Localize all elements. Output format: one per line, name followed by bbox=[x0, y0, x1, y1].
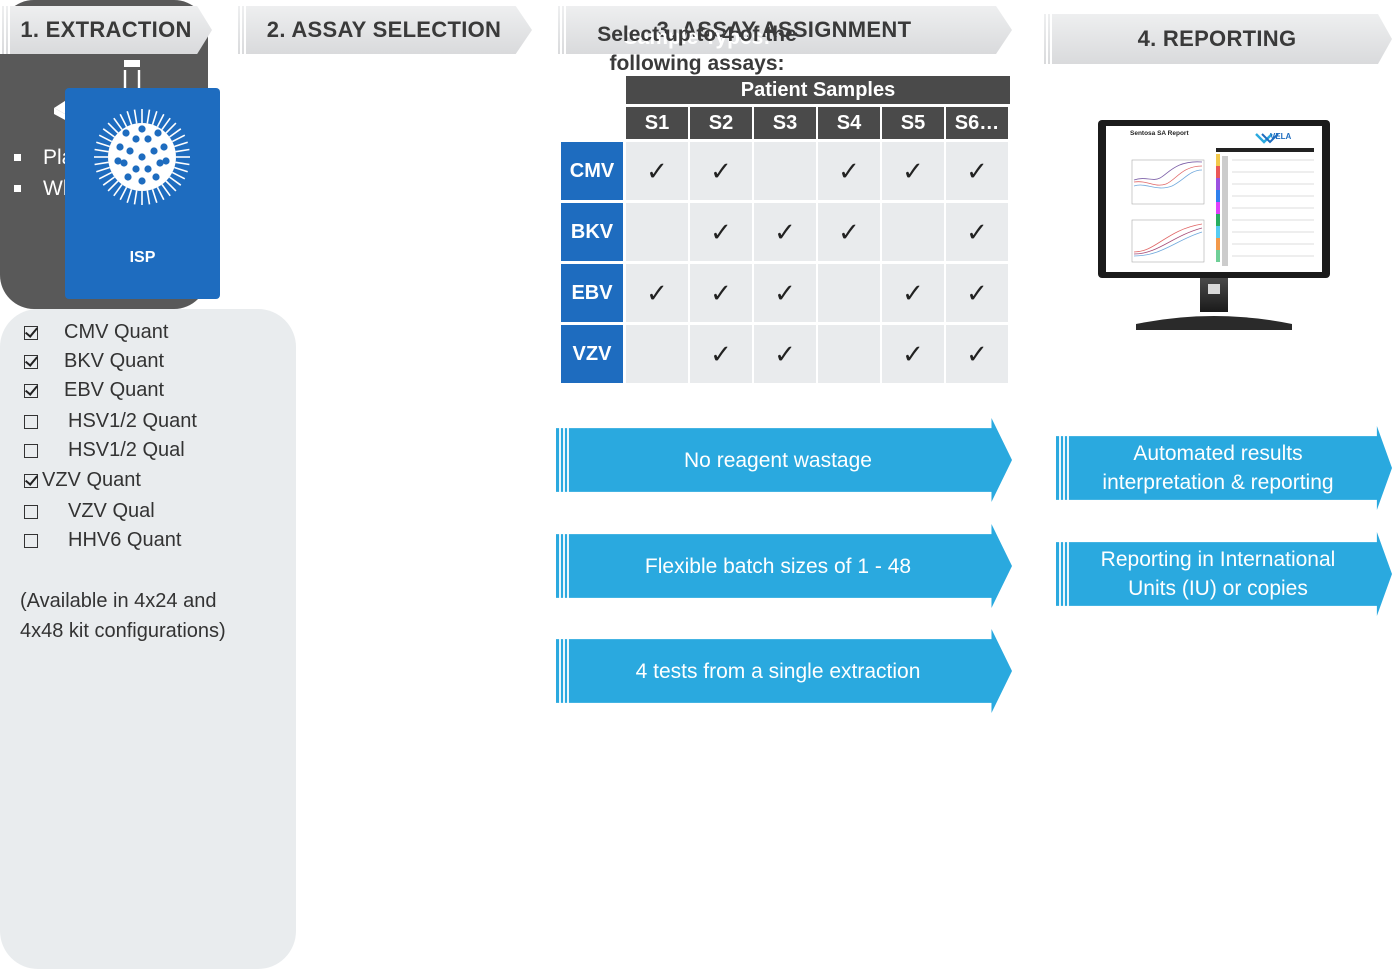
checkmark-cell: ✓ bbox=[818, 142, 880, 200]
assay-option-cmv-quant[interactable]: CMV Quant bbox=[24, 318, 168, 347]
checkmark-cell: ✓ bbox=[882, 325, 944, 383]
row-header: EBV bbox=[561, 264, 623, 322]
sample-types-title: Sample Types: bbox=[623, 26, 771, 49]
assay-option-bkv-quant[interactable]: BKV Quant bbox=[24, 347, 164, 376]
checkmark-cell: ✓ bbox=[690, 203, 752, 261]
checkmark-cell: ✓ bbox=[946, 264, 1008, 322]
checkmark-icon: ✓ bbox=[710, 216, 732, 247]
checkmark-icon: ✓ bbox=[902, 338, 924, 369]
checkmark-icon: ✓ bbox=[838, 155, 860, 186]
checkmark-cell: ✓ bbox=[690, 142, 752, 200]
bullet-icon bbox=[14, 154, 21, 161]
isp-kit-card: ISP bbox=[65, 88, 220, 299]
checkmark-icon: ✓ bbox=[902, 277, 924, 308]
checkbox-checked-icon[interactable] bbox=[24, 473, 38, 488]
checkbox-checked-icon[interactable] bbox=[24, 354, 38, 369]
kit-label: ISP bbox=[129, 249, 156, 266]
checkmark-icon: ✓ bbox=[646, 155, 668, 186]
assay-option-vzv-qual[interactable]: VZV Qual bbox=[24, 497, 155, 526]
checkmark-icon: ✓ bbox=[966, 338, 988, 369]
vela-logo: VELA bbox=[1270, 132, 1292, 141]
benefit-arrow: 4 tests from a single extraction bbox=[556, 629, 1012, 713]
checkmark-cell: ✓ bbox=[626, 264, 688, 322]
checkmark-icon: ✓ bbox=[710, 155, 732, 186]
reporting-benefit-text: Reporting in International Units (IU) or… bbox=[1100, 548, 1336, 600]
reporting-benefit-text: Automated results interpretation & repor… bbox=[1102, 442, 1334, 494]
row-header: BKV bbox=[561, 203, 623, 261]
checkbox-empty-icon[interactable] bbox=[24, 533, 38, 548]
checkmark-cell: ✓ bbox=[946, 203, 1008, 261]
monitor-report-illustration: Sentosa SA Report VELA bbox=[1096, 120, 1332, 332]
reporting-benefit-arrow: Reporting in International Units (IU) or… bbox=[1056, 532, 1392, 616]
checkmark-cell: ✓ bbox=[882, 264, 944, 322]
assay-option-vzv-quant[interactable]: VZV Quant bbox=[24, 466, 141, 495]
checkmark-cell: ✓ bbox=[690, 264, 752, 322]
checkbox-empty-icon[interactable] bbox=[24, 414, 38, 429]
column-header: S2 bbox=[690, 107, 752, 139]
checkbox-checked-icon[interactable] bbox=[24, 325, 38, 340]
column-header: S4 bbox=[818, 107, 880, 139]
step-reporting-header: 4. REPORTING bbox=[1042, 14, 1392, 64]
empty-cell bbox=[754, 142, 816, 200]
assay-option-hhv6-quant[interactable]: HHV6 Quant bbox=[24, 526, 181, 555]
checkmark-icon: ✓ bbox=[774, 338, 796, 369]
patient-samples-header: Patient Samples bbox=[626, 76, 1010, 104]
assay-option-hsv12-quant[interactable]: HSV1/2 Quant bbox=[24, 407, 197, 436]
column-header: S3 bbox=[754, 107, 816, 139]
checkmark-icon: ✓ bbox=[838, 216, 860, 247]
step-assay-assignment-header: 3. ASSAY ASSIGNMENT bbox=[556, 6, 1012, 54]
assay-option-ebv-quant[interactable]: EBV Quant bbox=[24, 376, 164, 405]
checkbox-checked-icon[interactable] bbox=[24, 383, 38, 398]
row-header: CMV bbox=[561, 142, 623, 200]
benefit-arrow: No reagent wastage bbox=[556, 418, 1012, 502]
checkbox-empty-icon[interactable] bbox=[24, 443, 38, 458]
checkmark-cell: ✓ bbox=[946, 142, 1008, 200]
checkmark-icon: ✓ bbox=[774, 277, 796, 308]
assay-selection-title: Select up to 4 of the following assays: bbox=[597, 23, 797, 75]
step-label: 4. REPORTING bbox=[1137, 26, 1297, 51]
step-label: 3. ASSAY ASSIGNMENT bbox=[656, 17, 912, 42]
checkmark-cell: ✓ bbox=[818, 203, 880, 261]
assay-selection-panel: Select up to 4 of the following assays: … bbox=[0, 23, 797, 969]
empty-cell bbox=[626, 203, 688, 261]
virus-icon bbox=[94, 109, 190, 205]
checkmark-cell: ✓ bbox=[754, 203, 816, 261]
checkmark-icon: ✓ bbox=[710, 338, 732, 369]
bullet-icon bbox=[14, 185, 21, 192]
reporting-benefit-arrow: Automated results interpretation & repor… bbox=[1056, 426, 1392, 510]
empty-cell bbox=[626, 325, 688, 383]
step-assay-selection-header: 2. ASSAY SELECTION bbox=[236, 6, 532, 54]
checkbox-empty-icon[interactable] bbox=[24, 504, 38, 519]
empty-cell bbox=[882, 203, 944, 261]
monitor-icon bbox=[1098, 120, 1330, 330]
benefit-arrow: Flexible batch sizes of 1 - 48 bbox=[556, 524, 1012, 608]
checkmark-icon: ✓ bbox=[710, 277, 732, 308]
column-header: S6… bbox=[946, 107, 1008, 139]
step-extraction-header: 1. EXTRACTION bbox=[0, 6, 212, 54]
empty-cell bbox=[818, 264, 880, 322]
report-title: Sentosa SA Report bbox=[1130, 130, 1189, 137]
kit-availability-note: (Available in 4x24 and 4x48 kit configur… bbox=[20, 590, 226, 642]
checkmark-icon: ✓ bbox=[646, 277, 668, 308]
column-header: S5 bbox=[882, 107, 944, 139]
checkmark-icon: ✓ bbox=[966, 216, 988, 247]
checkmark-icon: ✓ bbox=[774, 216, 796, 247]
checkmark-cell: ✓ bbox=[882, 142, 944, 200]
step-label: 2. ASSAY SELECTION bbox=[266, 17, 502, 42]
assay-option-hsv12-qual[interactable]: HSV1/2 Qual bbox=[24, 436, 185, 465]
checkmark-icon: ✓ bbox=[966, 277, 988, 308]
checkmark-cell: ✓ bbox=[690, 325, 752, 383]
column-header: S1 bbox=[626, 107, 688, 139]
checkmark-cell: ✓ bbox=[946, 325, 1008, 383]
empty-cell bbox=[818, 325, 880, 383]
step-label: 1. EXTRACTION bbox=[20, 17, 192, 42]
checkmark-icon: ✓ bbox=[966, 155, 988, 186]
checkmark-cell: ✓ bbox=[754, 325, 816, 383]
checkmark-cell: ✓ bbox=[626, 142, 688, 200]
checkmark-cell: ✓ bbox=[754, 264, 816, 322]
checkmark-icon: ✓ bbox=[902, 155, 924, 186]
row-header: VZV bbox=[561, 325, 623, 383]
